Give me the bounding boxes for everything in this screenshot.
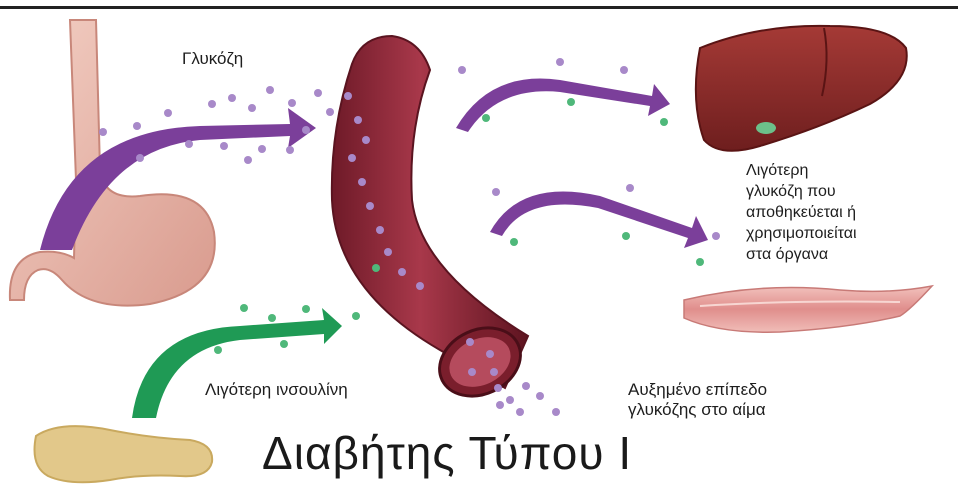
glucose-dot [354, 116, 362, 124]
glucose-dot [358, 178, 366, 186]
glucose-to-liver-arrow [456, 79, 670, 132]
glucose-dot [556, 58, 564, 66]
glucose-dot [185, 140, 193, 148]
glucose-dot [496, 401, 504, 409]
insulin-dot [268, 314, 276, 322]
page-title: Διαβήτης Τύπου Ι [262, 425, 632, 481]
glucose-dot [99, 128, 107, 136]
glucose-dot [492, 188, 500, 196]
glucose-dot [626, 184, 634, 192]
glucose-dot [344, 92, 352, 100]
increased-blood-glucose-label: Αυξημένο επίπεδο γλυκόζης στο αίμα [628, 380, 767, 420]
less-insulin-label: Λιγότερη ινσουλίνη [205, 379, 348, 400]
glucose-dot [348, 154, 356, 162]
glucose-dot [506, 396, 514, 404]
liver-illustration [696, 26, 907, 151]
glucose-dot [536, 392, 544, 400]
glucose-dot [466, 338, 474, 346]
insulin-dot [280, 340, 288, 348]
glucose-dot [490, 368, 498, 376]
glucose-dot [362, 136, 370, 144]
top-border [0, 6, 958, 9]
glucose-dot [302, 126, 310, 134]
glucose-dot [164, 109, 172, 117]
glucose-dot [516, 408, 524, 416]
glucose-dot [552, 408, 560, 416]
glucose-dot [458, 66, 466, 74]
less-glucose-stored-label: Λιγότερη γλυκόζη που αποθηκεύεται ή χρησ… [746, 160, 857, 265]
muscle-illustration [684, 286, 932, 332]
glucose-dot [486, 350, 494, 358]
glucose-dot [384, 248, 392, 256]
glucose-dot [136, 154, 144, 162]
glucose-dot [208, 100, 216, 108]
glucose-dot [288, 99, 296, 107]
glucose-dot [228, 94, 236, 102]
pancreas-illustration [35, 426, 213, 482]
glucose-dot [244, 156, 252, 164]
glucose-dot [258, 145, 266, 153]
glucose-dot [366, 202, 374, 210]
glucose-dot [712, 232, 720, 240]
insulin-dot [352, 312, 360, 320]
insulin-dot [696, 258, 704, 266]
glucose-dot [266, 86, 274, 94]
insulin-dot [660, 118, 668, 126]
insulin-dot [567, 98, 575, 106]
insulin-dot [240, 304, 248, 312]
glucose-dot [314, 89, 322, 97]
glucose-dot [620, 66, 628, 74]
glucose-dot [133, 122, 141, 130]
glucose-to-muscle-arrow [490, 192, 708, 249]
insulin-dot [510, 238, 518, 246]
glucose-dot [494, 384, 502, 392]
insulin-dot [214, 346, 222, 354]
glucose-dot [416, 282, 424, 290]
glucose-dot [468, 368, 476, 376]
glucose-dot [398, 268, 406, 276]
insulin-dot [482, 114, 490, 122]
insulin-arrow [132, 308, 342, 418]
insulin-dot [302, 305, 310, 313]
glucose-dot [326, 108, 334, 116]
glucose-dot [286, 146, 294, 154]
insulin-dot [622, 232, 630, 240]
glucose-dot [522, 382, 530, 390]
glucose-dot [376, 226, 384, 234]
glucose-dot [248, 104, 256, 112]
glucose-label: Γλυκόζη [182, 48, 243, 69]
insulin-dot [372, 264, 380, 272]
glucose-dot [220, 142, 228, 150]
